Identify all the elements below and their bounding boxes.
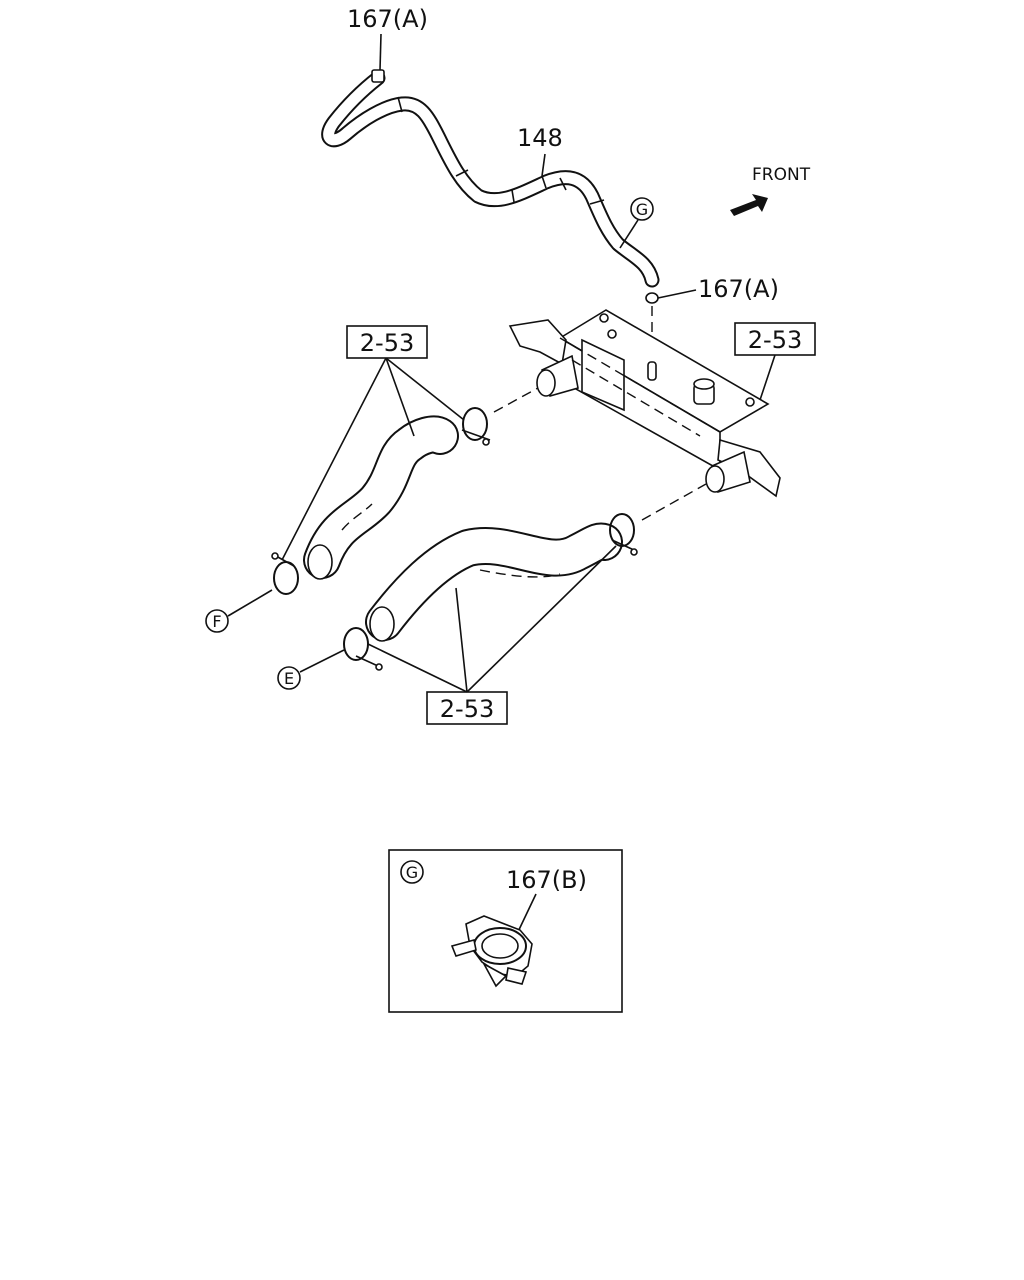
ref-box-bottom: 2-53 bbox=[367, 545, 617, 725]
clamp-upper-left bbox=[271, 552, 299, 595]
svg-text:G: G bbox=[636, 200, 648, 219]
ref-box-right: 2-53 bbox=[734, 322, 816, 401]
clamp-upper-right bbox=[461, 407, 491, 446]
clip-167a-right bbox=[645, 292, 659, 362]
callout-148: 148 bbox=[517, 124, 563, 152]
circle-f: F bbox=[205, 589, 273, 633]
clip-167b-drawing bbox=[450, 915, 533, 988]
assembly-line-upper bbox=[493, 387, 539, 413]
clip-167a-top bbox=[371, 69, 385, 83]
detail-part-label: 167(B) bbox=[506, 866, 587, 894]
lower-intercooler-hose bbox=[365, 522, 623, 642]
svg-text:2-53: 2-53 bbox=[360, 329, 414, 357]
svg-text:F: F bbox=[212, 612, 221, 631]
svg-text:2-53: 2-53 bbox=[748, 326, 802, 354]
detail-circle-g bbox=[400, 860, 424, 884]
svg-text:2-53: 2-53 bbox=[440, 695, 494, 723]
hose-148 bbox=[321, 70, 660, 288]
clamp-lower-left bbox=[343, 627, 383, 671]
callout-167a-top: 167(A) bbox=[347, 5, 428, 33]
clamp-lower-right bbox=[609, 513, 638, 556]
upper-intercooler-hose bbox=[303, 415, 459, 580]
assembly-line-lower bbox=[641, 483, 707, 521]
front-indicator: FRONT bbox=[730, 165, 811, 216]
front-label: FRONT bbox=[752, 165, 811, 185]
ref-box-left-top: 2-53 bbox=[281, 325, 465, 561]
circle-g-top: G bbox=[619, 197, 654, 249]
detail-g-box: G 167(B) bbox=[388, 849, 623, 1013]
svg-text:E: E bbox=[284, 669, 294, 688]
svg-text:G: G bbox=[406, 863, 418, 882]
intercooler-assembly bbox=[508, 309, 781, 498]
front-arrow-icon bbox=[730, 194, 768, 216]
circle-e: E bbox=[277, 649, 345, 690]
callout-167a-right: 167(A) bbox=[698, 275, 779, 303]
